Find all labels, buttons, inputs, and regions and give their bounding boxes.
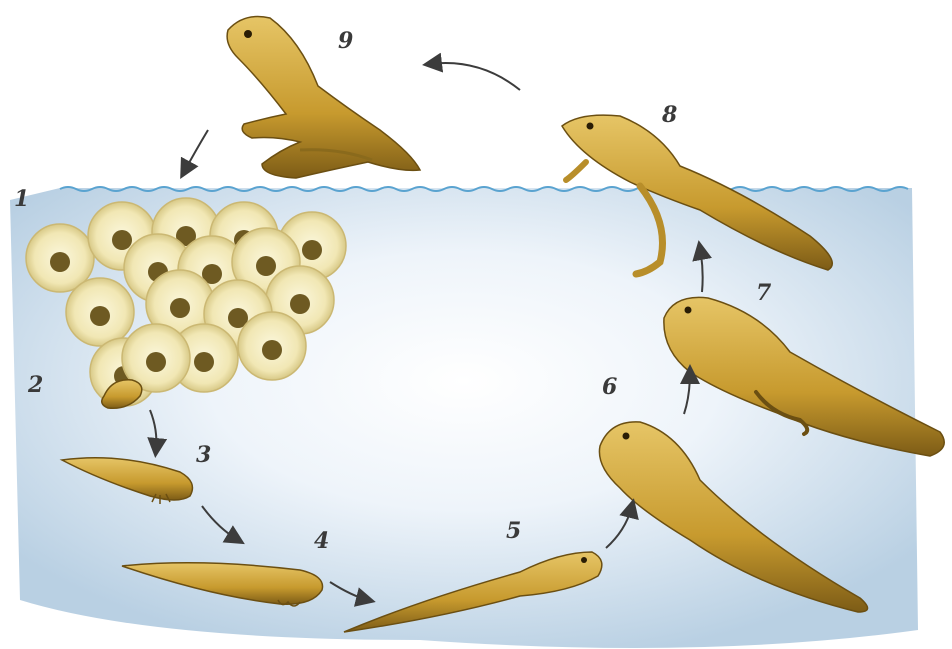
stage-label-5: 5 (506, 518, 521, 544)
stage-label-3: 3 (196, 442, 211, 468)
egg (66, 278, 134, 346)
stage-label-4: 4 (314, 528, 329, 554)
stage-label-6: 6 (602, 374, 617, 400)
arrow-9-to-1 (184, 130, 208, 172)
stage-label-7: 7 (756, 280, 772, 306)
adult-frog (227, 17, 420, 179)
stage-label-9: 9 (338, 28, 353, 54)
arrow-8-to-9 (430, 63, 520, 90)
stage-label-8: 8 (661, 102, 677, 128)
egg (238, 312, 306, 380)
stage-label-2: 2 (27, 372, 43, 398)
stage-label-1: 1 (14, 186, 29, 212)
